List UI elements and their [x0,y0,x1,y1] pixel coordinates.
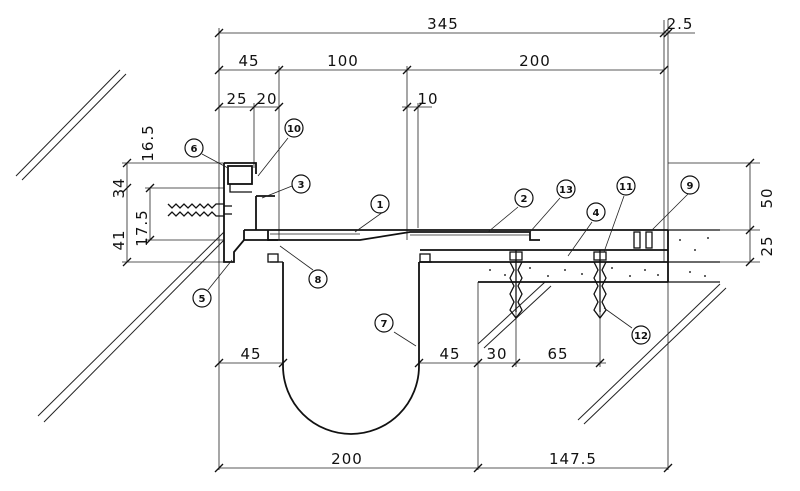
slab-hatch-right [577,283,727,425]
svg-text:12: 12 [634,331,648,342]
wall-hatch-lower-left [37,231,225,423]
left-frame-profile [223,162,668,263]
callout-5: 5 [192,288,212,308]
floor-anchor-2 [593,250,607,320]
callout-1: 1 [370,194,390,214]
dim-30: 30 [486,345,507,363]
left-anchor [167,203,232,217]
svg-text:6: 6 [191,144,198,155]
dimension-lines [122,20,760,470]
svg-text:9: 9 [687,181,694,192]
dim-17-5: 17.5 [133,209,151,246]
callout-7: 7 [374,313,394,333]
dim-147-5: 147.5 [549,450,597,468]
seal-clips [267,253,431,263]
callout-12: 12 [631,325,651,345]
dim-16-5: 16.5 [139,124,157,161]
dimension-ticks [122,28,755,473]
callout-3: 3 [291,174,311,194]
end-screws [633,231,653,249]
callout-2: 2 [514,188,534,208]
callout-4: 4 [586,202,606,222]
dim-100: 100 [327,52,359,70]
svg-text:8: 8 [315,275,322,286]
svg-text:4: 4 [593,208,600,219]
callout-6: 6 [184,138,204,158]
dim-25-right: 25 [758,235,776,256]
svg-text:11: 11 [619,182,633,193]
svg-text:3: 3 [298,180,305,191]
callout-13: 13 [556,179,576,199]
callout-10: 10 [284,118,304,138]
svg-text:5: 5 [199,294,206,305]
dim-34: 34 [110,177,128,198]
dim-200-bottom: 200 [331,450,363,468]
dim-50: 50 [758,187,776,208]
svg-text:10: 10 [287,124,301,135]
callout-9: 9 [680,175,700,195]
dim-45-right: 45 [439,345,460,363]
callout-leaders [201,137,689,347]
floor-anchor-1 [509,250,523,320]
dim-345: 345 [427,15,459,33]
dim-25-top: 25 [226,90,247,108]
cover-plate [267,230,540,241]
svg-text:13: 13 [559,185,573,196]
svg-text:2: 2 [521,194,528,205]
dim-45-top: 45 [238,52,259,70]
dim-45-left: 45 [240,345,261,363]
dim-41: 41 [110,229,128,250]
svg-text:1: 1 [377,200,384,211]
u-seal [270,261,432,435]
dim-10: 10 [417,90,438,108]
dim-200-top: 200 [519,52,551,70]
dim-65: 65 [547,345,568,363]
callout-8: 8 [308,269,328,289]
callout-11: 11 [616,176,636,196]
svg-text:7: 7 [381,319,388,330]
dim-20: 20 [256,90,277,108]
dimension-labels: 345 2.5 45 100 200 25 20 10 16.5 34 17.5… [110,15,776,468]
floor-slab [420,229,720,283]
dim-2-5: 2.5 [667,15,694,33]
wall-hatch-upper-left [15,69,127,181]
